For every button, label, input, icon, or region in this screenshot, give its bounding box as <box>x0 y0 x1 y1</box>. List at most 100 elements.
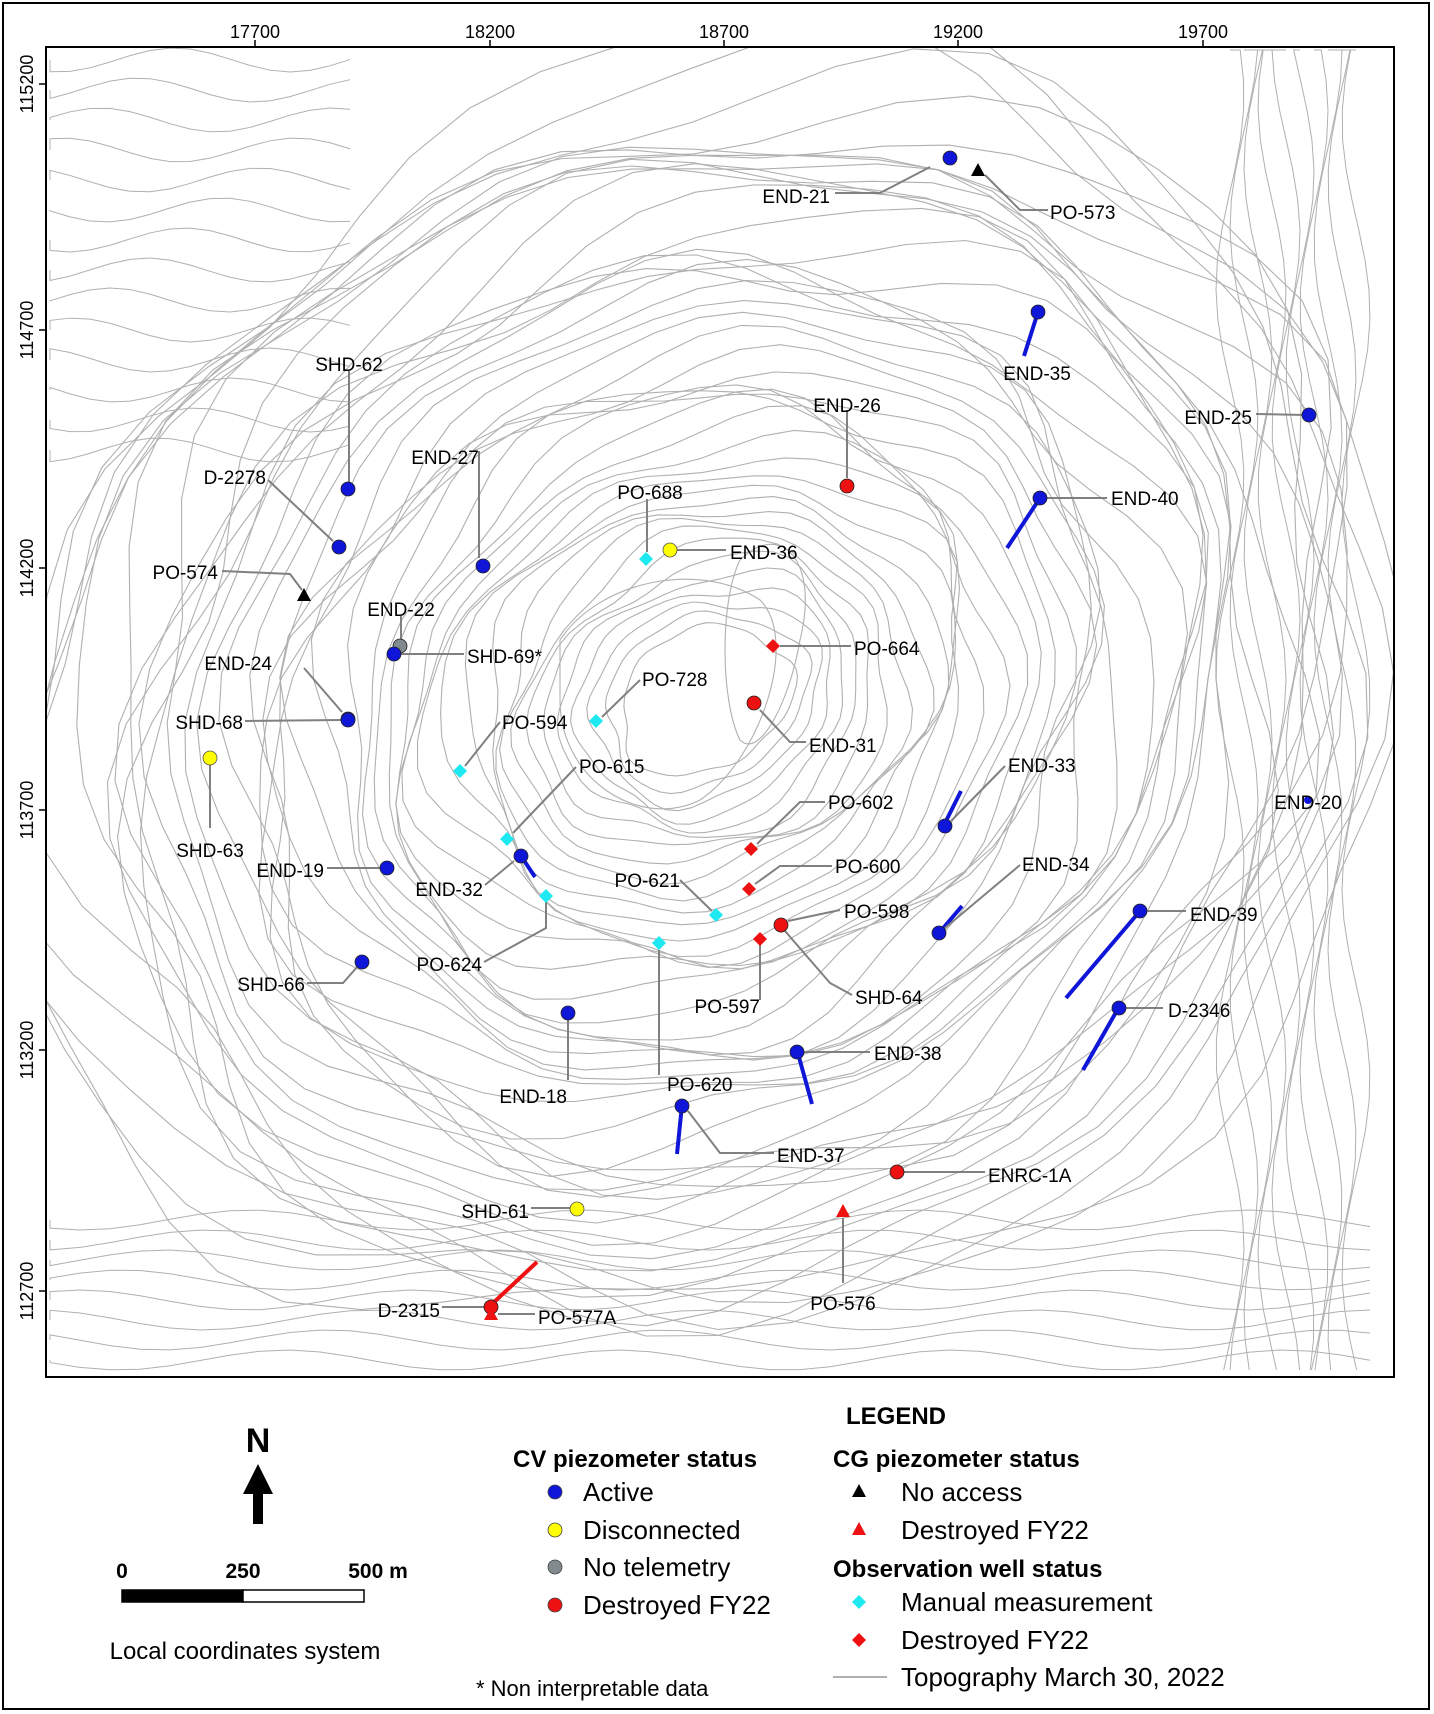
inclined-well-trace <box>1081 1006 1121 1071</box>
label-po-577a: PO-577A <box>538 1308 616 1329</box>
scale-bar-label-500: 500 m <box>348 1560 408 1583</box>
marker-d-2346 <box>1111 1000 1127 1016</box>
label-shd-61: SHD-61 <box>461 1202 529 1223</box>
contour-line <box>569 587 831 825</box>
label-po-576: PO-576 <box>810 1294 875 1315</box>
contour-line <box>1313 49 1343 1371</box>
label-end-36: END-36 <box>730 543 798 564</box>
label-end-35: END-35 <box>1003 364 1071 385</box>
marker-po-576 <box>836 1204 850 1217</box>
marker-po-574 <box>297 588 311 601</box>
inclined-well-trace <box>1022 311 1040 357</box>
contour-line <box>269 258 1188 1103</box>
contour-line <box>47 48 1393 1304</box>
contour-line <box>166 207 1222 1187</box>
x-tick-label: 19700 <box>1178 22 1228 42</box>
contour-line <box>49 1249 1371 1271</box>
label-end-33: END-33 <box>1008 756 1076 777</box>
contour-line <box>1229 49 1259 1371</box>
leader-line-end-32 <box>484 860 515 886</box>
contour-line <box>49 1309 1371 1331</box>
contour-line <box>196 268 1204 1198</box>
contour-line <box>49 197 351 223</box>
legend-ow-heading: Observation well status <box>833 1556 1102 1583</box>
label-po-615: PO-615 <box>579 757 644 778</box>
label-end-20: END-20 <box>1274 793 1342 814</box>
label-po-598: PO-598 <box>844 902 909 923</box>
x-tick-label: 19200 <box>933 22 983 42</box>
marker-po-624 <box>539 889 553 903</box>
legend-disconnected-symbol <box>547 1522 563 1538</box>
leader-line-end-25 <box>1255 413 1306 416</box>
contour-line <box>49 107 351 133</box>
contour-line <box>1341 49 1371 1371</box>
label-end-37: END-37 <box>777 1146 845 1167</box>
contour-line <box>401 429 985 968</box>
label-d-2278: D-2278 <box>204 468 266 489</box>
marker-po-664 <box>766 639 780 653</box>
legend-title: LEGEND <box>846 1403 946 1430</box>
inclined-well-trace <box>1064 909 1142 1000</box>
x-tick-label: 18700 <box>699 22 749 42</box>
label-end-25: END-25 <box>1184 408 1252 429</box>
leader-line-d-2278 <box>267 479 334 542</box>
label-po-594: PO-594 <box>502 713 568 734</box>
contour-line <box>1271 49 1301 1371</box>
legend-cv-heading: CV piezometer status <box>513 1446 757 1473</box>
y-tick-label: 115200 <box>17 55 37 114</box>
y-tick-label: 114200 <box>17 539 37 598</box>
marker-po-577a <box>484 1307 498 1320</box>
legend-no-telemetry-label: No telemetry <box>583 1552 730 1582</box>
contour-line <box>1243 49 1273 1371</box>
label-shd-66: SHD-66 <box>237 975 305 996</box>
scale-bar-caption: Local coordinates system <box>110 1638 381 1665</box>
contour-line <box>117 165 1320 1246</box>
contour-line <box>47 144 1332 1327</box>
marker-po-615 <box>500 832 514 846</box>
label-d-2315: D-2315 <box>378 1301 440 1322</box>
marker-end-40 <box>1032 490 1048 506</box>
contour-line <box>49 1209 1371 1231</box>
leader-line-po-573 <box>984 174 1048 211</box>
leader-line-po-624 <box>483 901 547 963</box>
marker-d-2278 <box>331 539 347 555</box>
contour-line <box>138 184 1232 1171</box>
marker-end-33 <box>937 818 953 834</box>
label-po-688: PO-688 <box>617 483 682 504</box>
legend-manual-symbol <box>852 1595 866 1609</box>
label-po-597: PO-597 <box>695 997 760 1018</box>
marker-end-25 <box>1301 407 1317 423</box>
marker-shd-64 <box>773 917 789 933</box>
contour-line <box>499 517 914 885</box>
legend-no-access-symbol <box>852 1484 866 1497</box>
legend-destroyed-cv-symbol <box>547 1597 563 1613</box>
label-po-620: PO-620 <box>667 1075 732 1096</box>
label-shd-68: SHD-68 <box>175 713 243 734</box>
label-po-621: PO-621 <box>615 871 680 892</box>
contour-line <box>128 154 1348 1272</box>
marker-po-600 <box>742 882 756 896</box>
contour-line <box>49 287 351 313</box>
contour-line <box>184 239 1207 1200</box>
contour-line <box>49 1289 1371 1311</box>
marker-end-18 <box>560 1005 576 1021</box>
y-tick-label: 113700 <box>17 781 37 840</box>
contour-line <box>1327 49 1357 1371</box>
x-tick-label: 18200 <box>465 22 515 42</box>
contour-line <box>249 248 1208 1140</box>
contour-line <box>724 543 806 745</box>
contour-line <box>76 146 1348 1298</box>
contour-line <box>395 388 1029 970</box>
leader-line-end-31 <box>759 709 806 743</box>
inclined-well-trace <box>489 1260 539 1307</box>
leader-line-end-33 <box>950 765 1006 822</box>
contour-line <box>416 457 960 958</box>
marker-po-621 <box>709 908 723 922</box>
contour-line <box>49 257 351 283</box>
label-end-19: END-19 <box>256 861 324 882</box>
marker-end-38 <box>789 1044 805 1060</box>
legend: LEGEND CV piezometer status Active Disco… <box>476 1403 1225 1701</box>
marker-po-594 <box>453 764 467 778</box>
